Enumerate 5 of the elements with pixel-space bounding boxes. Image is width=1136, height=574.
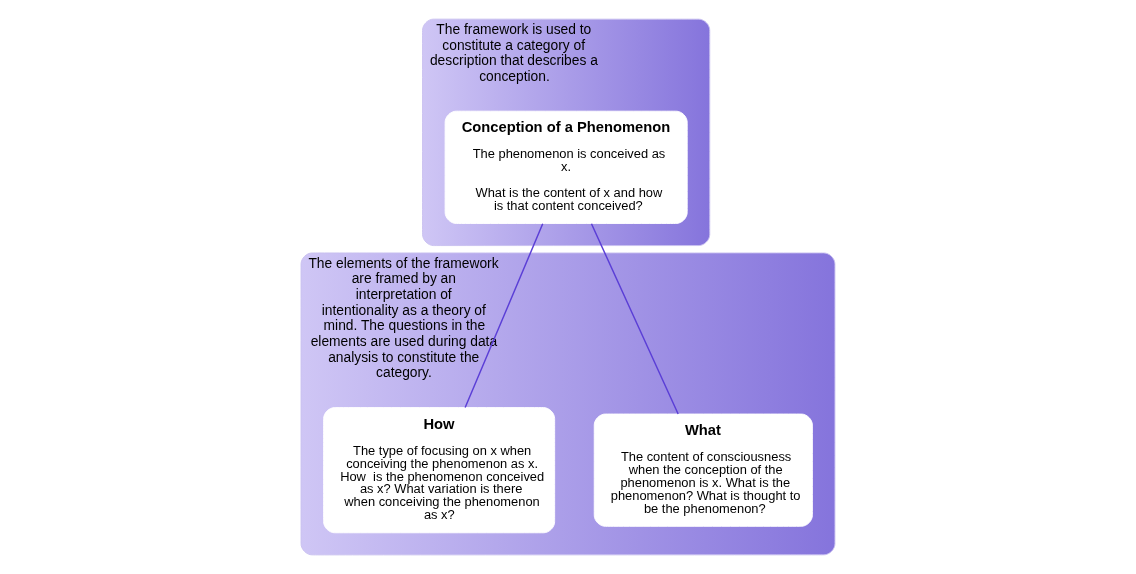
connector [464,223,544,409]
node-box: What The content of consciousness when the conception of the phenomenon is x. What is the phenomenon? What is thought to be the phenomenon? [593,413,813,527]
connector [590,223,679,415]
node-box: Conception of a Phenomenon The phenomenon is conceived as x. What is the content of x and how is that content conceived? [444,110,688,224]
node-box: How The type of focusing on x when conceiving the phenomenon as x. How is the phenomenon conceived as x? What variation is there when conceiving the phenomenon as x? [323,407,556,534]
